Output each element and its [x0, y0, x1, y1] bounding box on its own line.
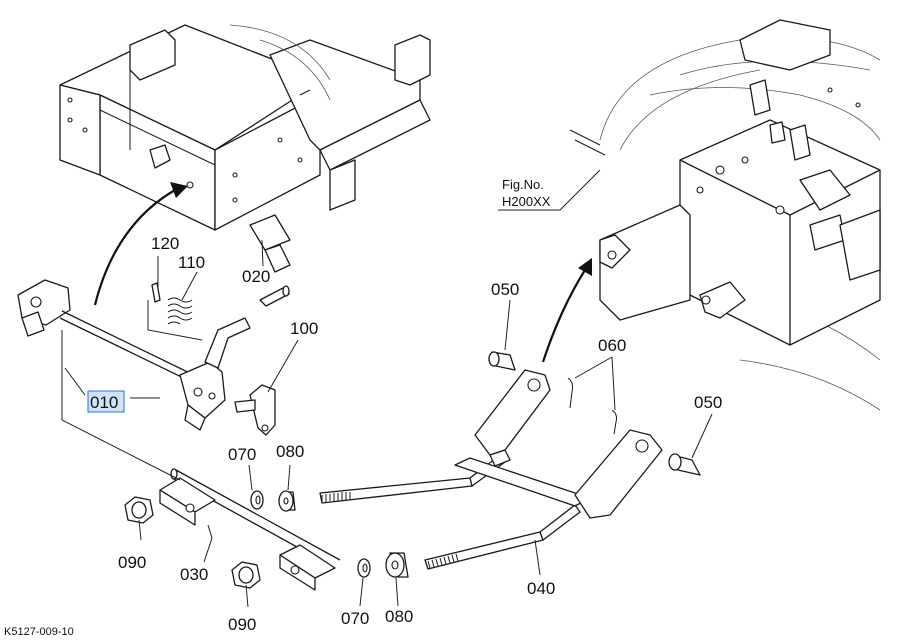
callout-080-lower[interactable]: 080 [385, 607, 413, 626]
spring-110[interactable] [147, 297, 203, 341]
collar-080-upper[interactable] [278, 490, 296, 512]
assembly-arrow-frame [93, 182, 188, 306]
figure-ref-number: H200XX [502, 194, 551, 209]
callout-040[interactable]: 040 [527, 579, 555, 598]
callout-110[interactable]: 110 [178, 253, 205, 272]
mower-deck [569, 19, 881, 411]
frame-bracket-020[interactable] [59, 24, 431, 273]
assembly-arrow-deck [541, 258, 592, 363]
rod-030[interactable] [159, 468, 341, 591]
washer-070-lower[interactable] [357, 558, 371, 578]
callout-090-lower[interactable]: 090 [228, 615, 256, 634]
callout-090-upper[interactable]: 090 [118, 553, 146, 572]
link-040[interactable] [319, 369, 663, 570]
drawing-code: K5127-009-10 [4, 626, 74, 638]
callout-020[interactable]: 020 [242, 267, 270, 286]
cotter-pin-060[interactable] [567, 377, 617, 435]
figure-ref-label: Fig.No. [502, 177, 544, 192]
callout-070-upper[interactable]: 070 [228, 445, 256, 464]
figure-reference[interactable]: Fig.No. H200XX [498, 169, 601, 211]
washer-070-upper[interactable] [250, 490, 264, 510]
callout-060[interactable]: 060 [598, 336, 626, 355]
callout-030[interactable]: 030 [180, 565, 208, 584]
callout-070-lower[interactable]: 070 [341, 609, 369, 628]
nut-090-lower[interactable] [231, 561, 261, 589]
pin-050-lower[interactable] [668, 453, 701, 476]
pin-120[interactable] [151, 282, 161, 303]
callout-010[interactable]: 010 [90, 393, 118, 412]
callout-080-upper[interactable]: 080 [276, 442, 304, 461]
callout-010-highlight [87, 390, 125, 413]
pin-050-upper[interactable] [488, 351, 516, 371]
leader-lines [61, 239, 713, 608]
collar-080-lower[interactable] [385, 552, 409, 578]
callout-100[interactable]: 100 [290, 319, 318, 338]
callout-050-upper[interactable]: 050 [491, 280, 519, 299]
lift-shaft-010[interactable] [17, 279, 251, 431]
nut-090-upper[interactable] [124, 496, 154, 524]
callout-120[interactable]: 120 [151, 234, 179, 253]
callout-050-lower[interactable]: 050 [694, 393, 722, 412]
pin-100[interactable] [234, 285, 290, 436]
